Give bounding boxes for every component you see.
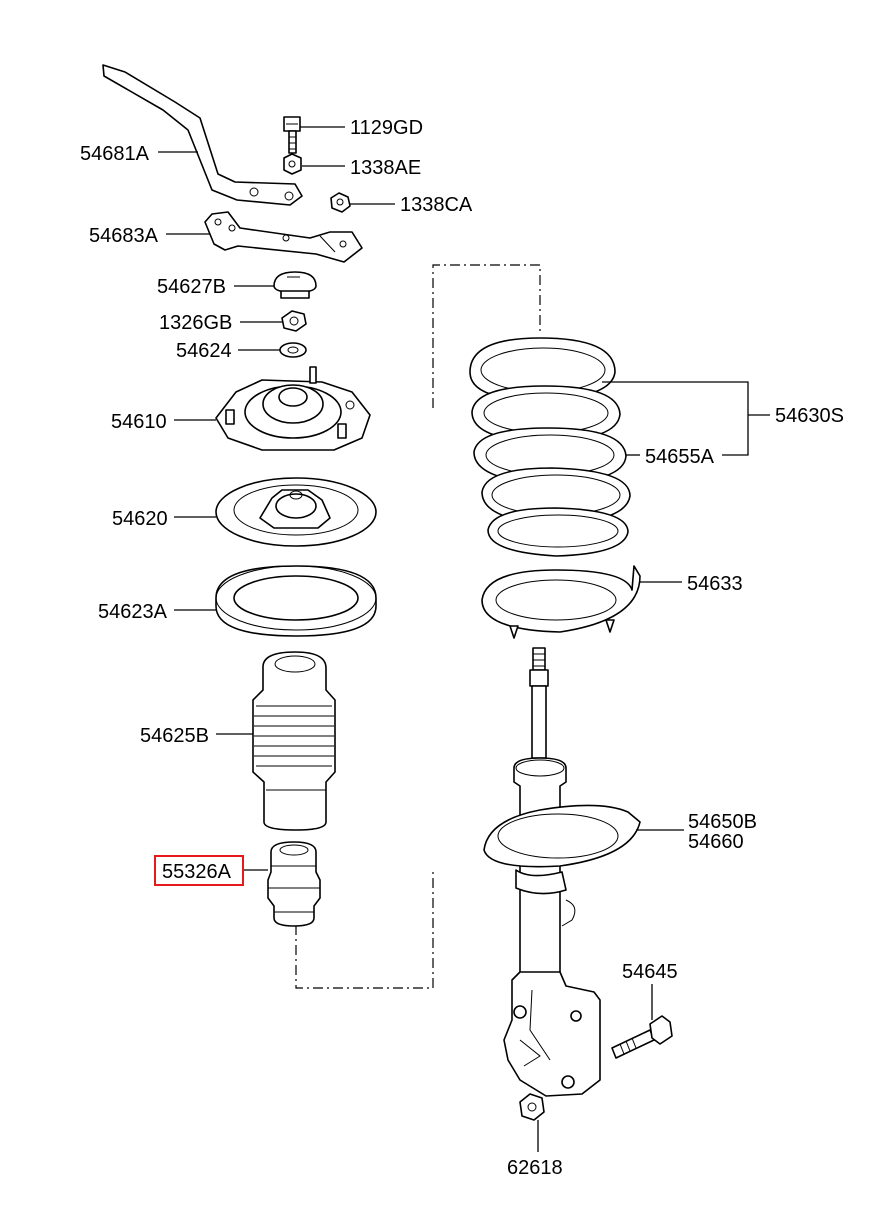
leader-lines: [158, 126, 770, 1152]
nut-1338ca-part: [330, 192, 351, 213]
label-54627B: 54627B: [157, 276, 226, 298]
guide-line-bottom: [295, 868, 434, 989]
label-54625B: 54625B: [140, 725, 209, 747]
bearing-54620-part: [215, 477, 377, 547]
label-54624: 54624: [176, 340, 232, 362]
highlight-box: [154, 855, 244, 886]
strut-assembly-part: [483, 647, 641, 1097]
nut-1326gb-part: [281, 310, 307, 332]
dust-boot-54625b-part: [252, 651, 336, 831]
label-1338AE: 1338AE: [350, 157, 421, 179]
coil-spring-part: [469, 337, 631, 557]
label-54630S: 54630S: [775, 405, 844, 427]
bolt-1129gd-part: [283, 116, 301, 154]
label-62618: 62618: [507, 1157, 563, 1179]
guide-line-top: [432, 264, 541, 408]
label-54610: 54610: [111, 411, 167, 433]
label-54683A: 54683A: [89, 225, 159, 247]
nut-62618-part: [519, 1093, 545, 1121]
bracket-54683a-part: [204, 211, 363, 263]
label-54655A: 54655A: [645, 446, 715, 468]
label-54650B: 54650B: [688, 811, 757, 833]
stabilizer-link-part: [102, 64, 303, 206]
label-1129GD: 1129GD: [350, 117, 423, 139]
label-54633: 54633: [687, 573, 743, 595]
bolt-54645-part: [611, 1015, 673, 1059]
label-54660: 54660: [688, 831, 744, 853]
nut-1338ae-part: [283, 153, 302, 175]
strut-mount-54610-part: [215, 366, 371, 451]
bump-stopper-55326a-part: [267, 841, 321, 927]
cap-54627b-part: [273, 271, 317, 299]
spring-pad-54633-part: [481, 565, 641, 639]
label-54645: 54645: [622, 961, 678, 983]
label-54681A: 54681A: [80, 143, 150, 165]
label-1326GB: 1326GB: [159, 312, 232, 334]
washer-54624-part: [279, 342, 307, 358]
label-54620: 54620: [112, 508, 168, 530]
label-1338CA: 1338CA: [400, 194, 473, 216]
label-54623A: 54623A: [98, 601, 168, 623]
label-55326A[interactable]: 55326A: [162, 861, 232, 883]
insulator-54623a-part: [215, 565, 377, 637]
